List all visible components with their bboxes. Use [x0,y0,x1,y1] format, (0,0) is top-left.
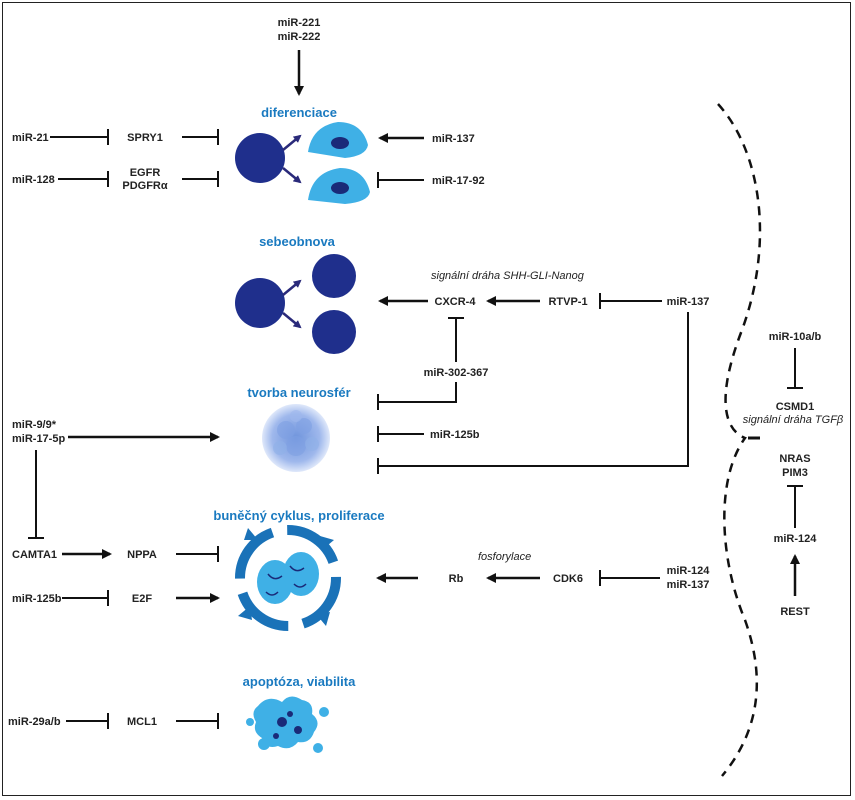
section-apoptoza: apoptóza, viabilita [243,674,356,689]
apoptosis-cell-icon [246,696,329,753]
section-cyklus: buněčný cyklus, proliferace [213,508,384,523]
section-neurosfery: tvorba neurosfér [247,385,350,400]
fosforylace-label: fosforylace [478,551,531,563]
mir1792-label: miR-17-92 [432,175,485,187]
nppa-label: NPPA [127,549,157,561]
mir137-c-label: miR-137 [667,579,710,591]
mir125b-a-label: miR-125b [430,429,480,441]
differentiation-cells-icon [235,122,370,204]
mir10-label: miR-10a/b [769,331,822,343]
mir124-b-label: miR-124 [774,533,818,545]
mir124-a-label: miR-124 [667,565,711,577]
pim3-label: PIM3 [782,467,808,479]
self-renewal-cells-icon [235,254,356,354]
mir29-label: miR-29a/b [8,716,61,728]
nras-label: NRAS [779,453,810,465]
cell-cycle-icon [235,525,341,631]
inhibit-mir302-neurosphere [378,382,457,403]
mir175p-label: miR-17-5p [12,433,65,445]
section-sebeobnova: sebeobnova [259,234,336,249]
camta1-label: CAMTA1 [12,549,57,561]
mir137-a-label: miR-137 [432,133,475,145]
mir221-label: miR-221 [278,17,321,29]
egfr-label: EGFR [130,167,161,179]
mir21-label: miR-21 [12,132,49,144]
mir128-label: miR-128 [12,174,55,186]
mcl1-label: MCL1 [127,716,157,728]
dashed-brace [717,103,762,777]
tgfb-pathway-label: signální dráha TGFβ [743,414,844,426]
csmd1-label: CSMD1 [776,401,815,413]
cdk6-label: CDK6 [553,573,583,585]
mir137-b-label: miR-137 [667,296,710,308]
section-diferenciace: diferenciace [261,105,337,120]
neurosphere-icon [262,404,330,472]
mir99-label: miR-9/9* [12,419,57,431]
mir125b-b-label: miR-125b [12,593,62,605]
mir302-label: miR-302-367 [424,367,489,379]
inhibit-mir137-neurosphere [378,312,689,467]
shh-pathway-label: signální dráha SHH-GLI-Nanog [431,270,585,282]
rest-label: REST [780,606,810,618]
spry1-label: SPRY1 [127,132,163,144]
rtvp1-label: RTVP-1 [548,296,587,308]
mir222-label: miR-222 [278,31,321,43]
pdgfra-label: PDGFRα [122,180,168,192]
rb-label: Rb [449,573,464,585]
e2f-label: E2F [132,593,152,605]
cxcr4-label: CXCR-4 [435,296,477,308]
